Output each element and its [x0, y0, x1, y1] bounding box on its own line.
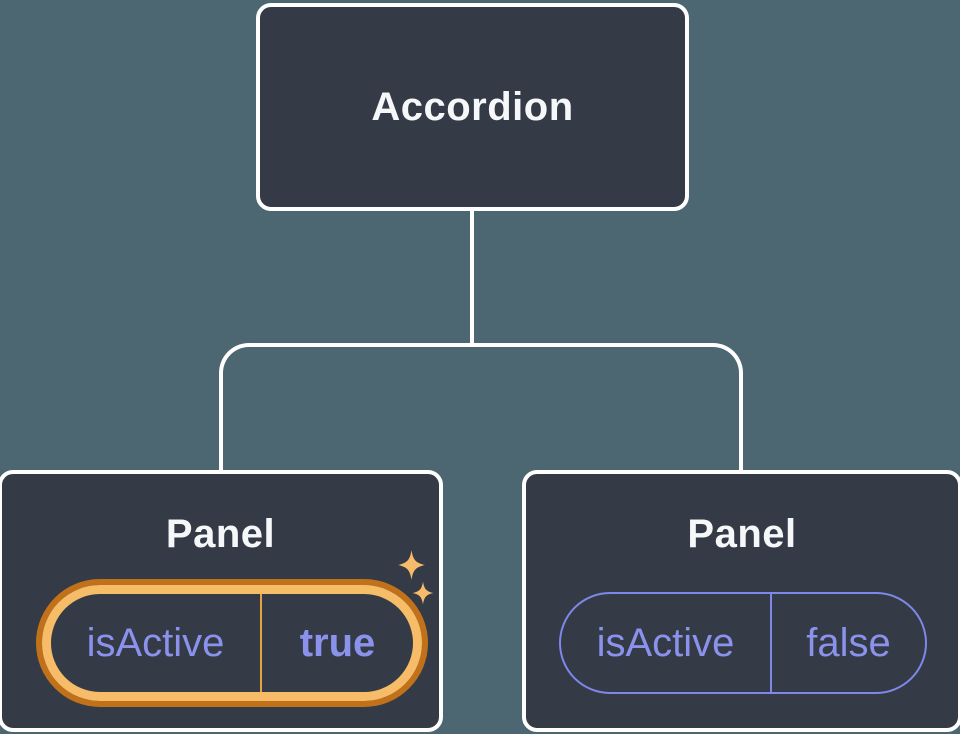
accordion-node-label: Accordion — [371, 84, 574, 129]
sparkle-icon-small — [411, 580, 435, 606]
state-pill-divider — [260, 594, 262, 692]
state-key-label: isActive — [86, 620, 225, 665]
panel-inactive-title: Panel — [687, 512, 797, 556]
state-value-label: false — [806, 620, 891, 665]
state-pill-inactive: isActive false — [559, 592, 927, 694]
state-key-label: isActive — [596, 620, 735, 665]
state-pill-active: isActive true — [42, 585, 422, 701]
state-pill-divider — [770, 594, 772, 692]
connector-stub — [470, 207, 474, 347]
panel-node-inactive: Panel isActive false — [522, 470, 960, 732]
state-value-label: true — [299, 620, 376, 665]
connector-bracket — [219, 343, 743, 470]
panel-active-title: Panel — [165, 512, 276, 556]
accordion-node: Accordion — [256, 3, 689, 211]
sparkle-icon-large — [396, 547, 427, 583]
panel-node-active: Panel isActive true — [0, 470, 443, 732]
